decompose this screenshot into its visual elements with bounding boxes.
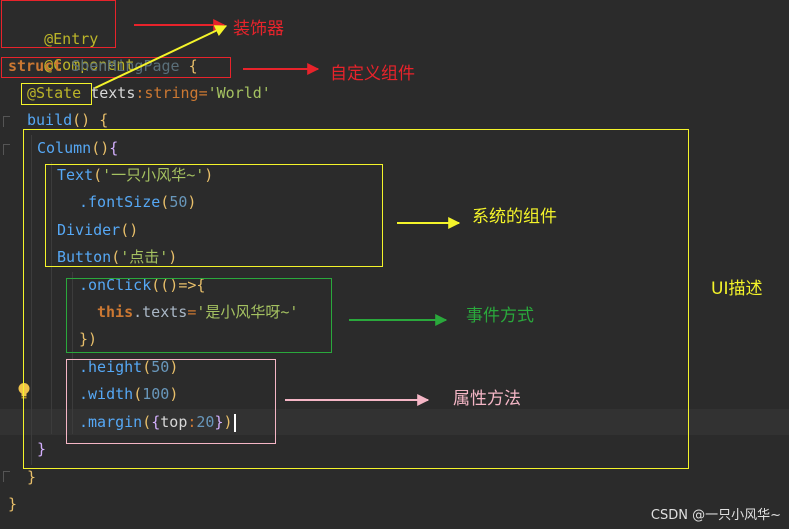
ui-description-box [23, 129, 689, 469]
code-line-18[interactable]: } [27, 464, 36, 490]
height-value: 50 [151, 358, 170, 376]
lightbulb-icon[interactable] [17, 382, 31, 400]
event-method-label: 事件方式 [466, 306, 534, 326]
indent-guide [31, 135, 32, 465]
state-type: string [144, 84, 199, 102]
fontsize-value: 50 [169, 193, 188, 211]
code-line-16[interactable]: .margin({top:20}) [79, 409, 236, 435]
close-brace: } [8, 495, 18, 513]
button-fn: Button [57, 248, 112, 266]
text-fn: Text [57, 166, 94, 184]
entry-decorator: @Entry [44, 30, 99, 48]
width-fn: .width [79, 385, 134, 403]
button-arg: '点击' [120, 248, 169, 266]
fold-marker[interactable] [3, 144, 10, 155]
margin-fn: .margin [79, 413, 143, 431]
code-line-2[interactable]: @Component [8, 26, 134, 74]
open-brace: { [99, 111, 109, 129]
state-value: 'World' [207, 84, 271, 102]
onclick-arrow: (()=>{ [151, 276, 206, 294]
system-component-label: 系统的组件 [472, 207, 557, 227]
margin-key: top [160, 413, 188, 431]
equals: = [198, 84, 208, 102]
state-decorator: @State [27, 84, 82, 102]
code-line-19[interactable]: } [8, 491, 17, 517]
custom-component-label: 自定义组件 [330, 64, 415, 84]
code-line-11[interactable]: .onClick(()=>{ [79, 272, 205, 298]
code-line-1[interactable]: @Entry [8, 0, 98, 48]
decorator-label: 装饰器 [233, 19, 284, 39]
indent-guide [72, 272, 73, 434]
column-fn: Column [37, 139, 92, 157]
code-line-15[interactable]: .width(100) [79, 385, 179, 403]
code-line-13[interactable]: }) [79, 326, 97, 352]
code-line-8[interactable]: .fontSize(50) [79, 193, 197, 211]
state-box [21, 83, 92, 105]
component-decorator: @Component [44, 56, 135, 74]
this-prop: .texts [133, 303, 188, 321]
state-var: texts [90, 84, 136, 102]
decorator-box [1, 0, 116, 48]
ui-description-label: UI描述 [711, 279, 763, 299]
open-brace: { [188, 57, 198, 75]
margin-value: 20 [196, 413, 215, 431]
attribute-method-label: 属性方法 [453, 389, 521, 409]
onclick-close: }) [79, 330, 98, 348]
this-keyword: this [97, 303, 134, 321]
system-component-box [45, 164, 383, 267]
fold-marker[interactable] [3, 116, 10, 127]
code-line-5[interactable]: build() { [27, 107, 108, 133]
divider-fn: Divider [57, 221, 121, 239]
close-brace: } [27, 468, 37, 486]
build-parens: () [72, 111, 91, 129]
open-brace: { [109, 139, 119, 157]
code-line-10[interactable]: Button('点击') [57, 248, 178, 266]
text-arg: '一只小风华~' [102, 166, 205, 184]
code-line-17[interactable]: } [37, 436, 46, 462]
colon: : [135, 84, 145, 102]
close-brace: } [37, 440, 47, 458]
code-line-6[interactable]: Column(){ [37, 135, 118, 161]
equals: = [187, 303, 197, 321]
fold-marker[interactable] [3, 471, 10, 482]
code-line-4[interactable]: @State texts:string='World' [27, 80, 271, 106]
code-line-7[interactable]: Text('一只小风华~') [57, 166, 214, 184]
struct-keyword: struct [8, 57, 63, 75]
width-value: 100 [142, 385, 170, 403]
fontsize-fn: .fontSize [79, 193, 161, 211]
code-line-12[interactable]: this.texts='是小风华呀~' [97, 299, 298, 325]
column-parens: () [91, 139, 110, 157]
onclick-fn: .onClick [79, 276, 152, 294]
watermark: CSDN @一只小风华~ [650, 508, 781, 523]
this-value: '是小风华呀~' [196, 303, 299, 321]
code-line-9[interactable]: Divider() [57, 217, 138, 243]
event-box [66, 278, 332, 353]
indent-guide [51, 162, 52, 434]
current-line-highlight [0, 409, 789, 435]
divider-parens: () [120, 221, 139, 239]
height-fn: .height [79, 358, 143, 376]
build-fn: build [27, 111, 73, 129]
text-caret [233, 413, 236, 432]
attribute-box [66, 359, 276, 444]
code-line-14[interactable]: .height(50) [79, 358, 179, 376]
